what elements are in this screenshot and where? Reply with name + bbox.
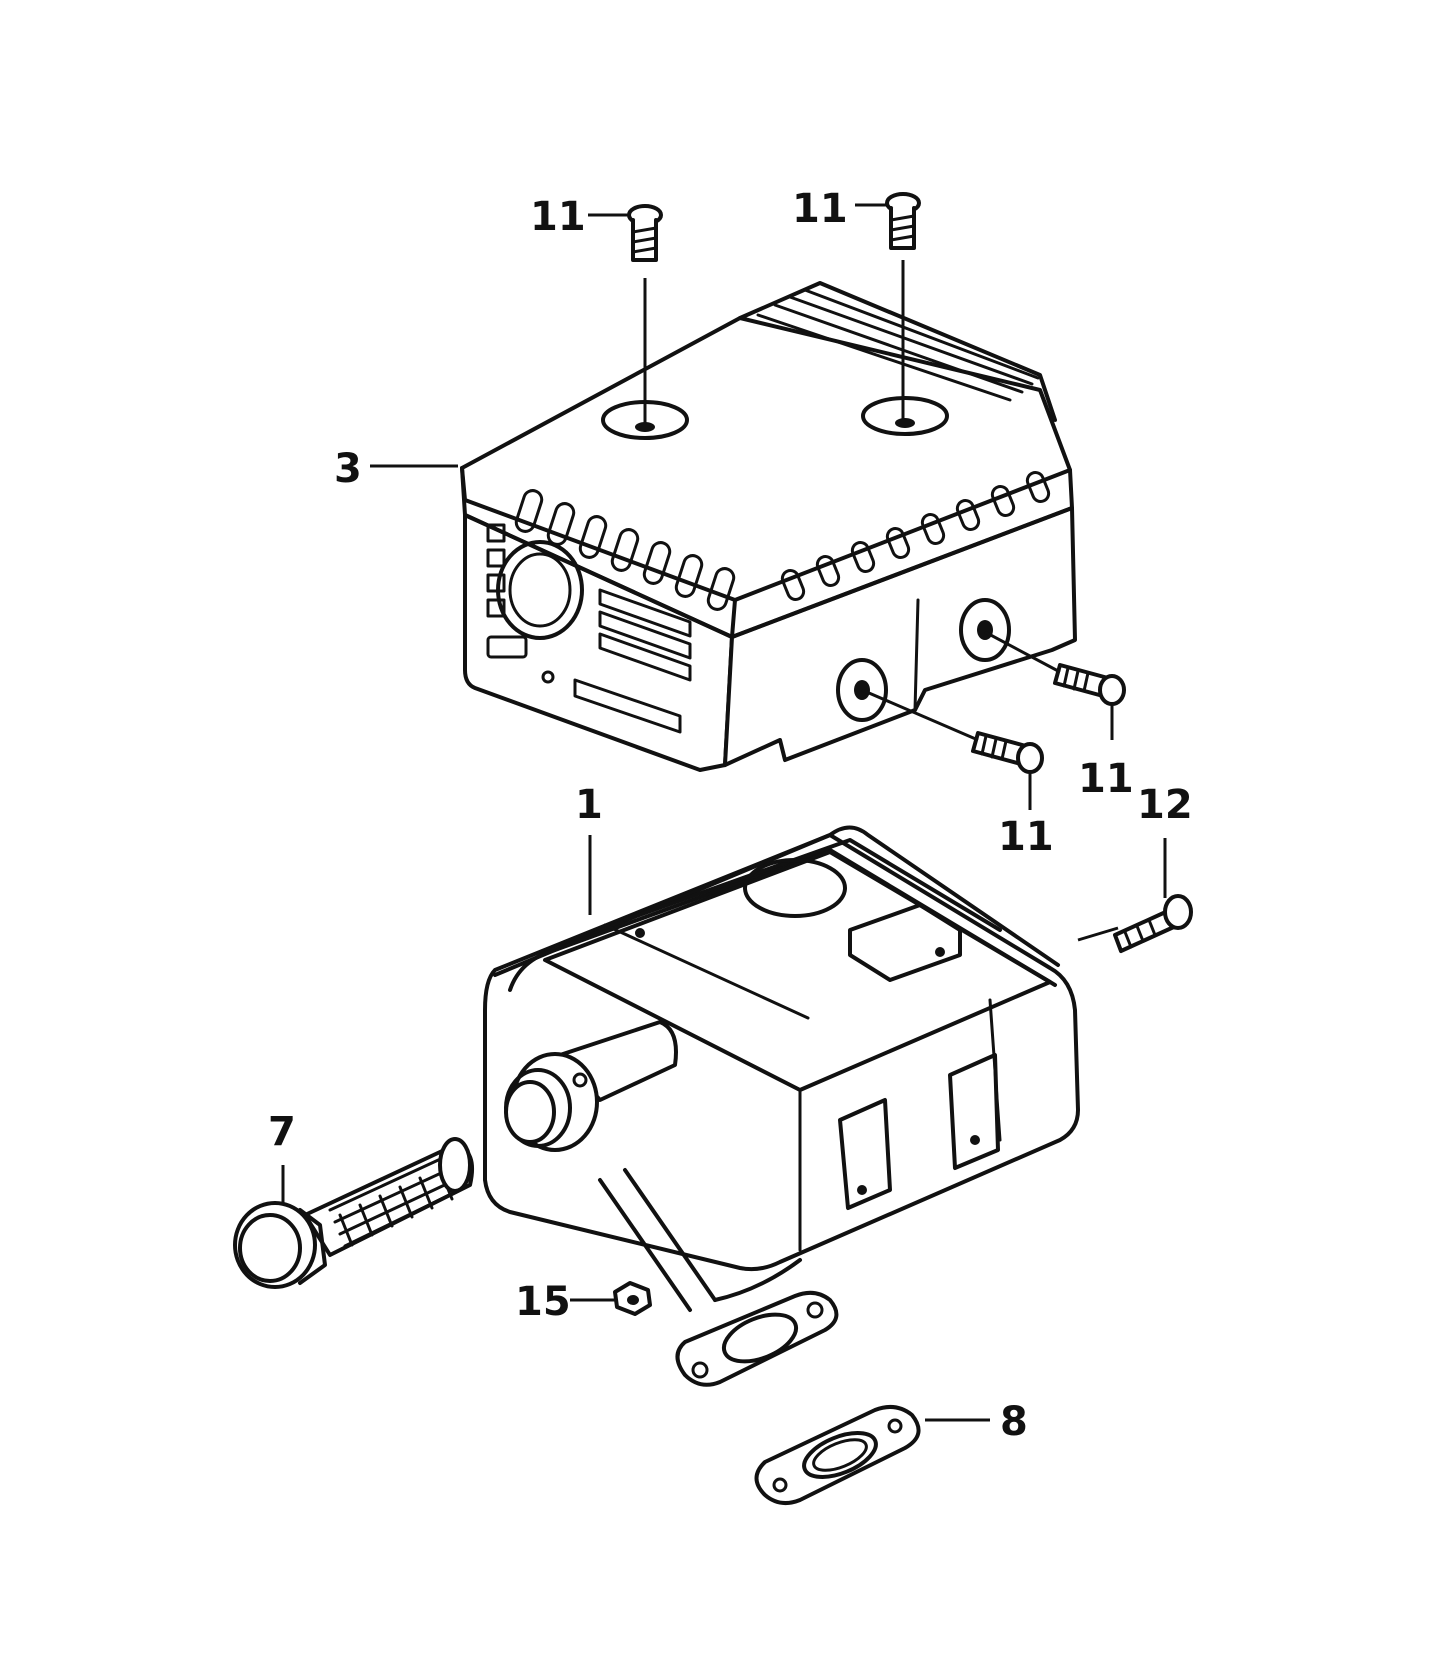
muffler-protector bbox=[460, 281, 1077, 772]
callout-screw-side-right: 11 bbox=[1078, 756, 1134, 802]
bolt bbox=[1113, 894, 1193, 953]
spark-arrester bbox=[233, 1137, 475, 1289]
muffler bbox=[483, 825, 1080, 1387]
screw-side-lower bbox=[971, 731, 1044, 774]
gasket bbox=[754, 1404, 921, 1506]
callout-protector: 3 bbox=[334, 446, 362, 492]
callout-gasket: 8 bbox=[1000, 1399, 1028, 1445]
callout-screw-top-right: 11 bbox=[792, 186, 848, 232]
leader-lines bbox=[281, 203, 1167, 1422]
callout-spark-arrester: 7 bbox=[268, 1109, 296, 1155]
screw-top-right bbox=[885, 192, 921, 250]
callout-screw-top-left: 11 bbox=[530, 194, 586, 240]
screw-top-left bbox=[627, 204, 663, 262]
callouts: 11 11 3 11 11 1 12 7 15 8 bbox=[268, 186, 1193, 1445]
callout-muffler: 1 bbox=[575, 782, 603, 828]
screw-side-right bbox=[1053, 663, 1126, 706]
callout-nut: 15 bbox=[515, 1279, 571, 1325]
callout-screw-side-lower: 11 bbox=[998, 814, 1054, 860]
nut bbox=[613, 1281, 652, 1316]
callout-bolt: 12 bbox=[1137, 782, 1193, 828]
